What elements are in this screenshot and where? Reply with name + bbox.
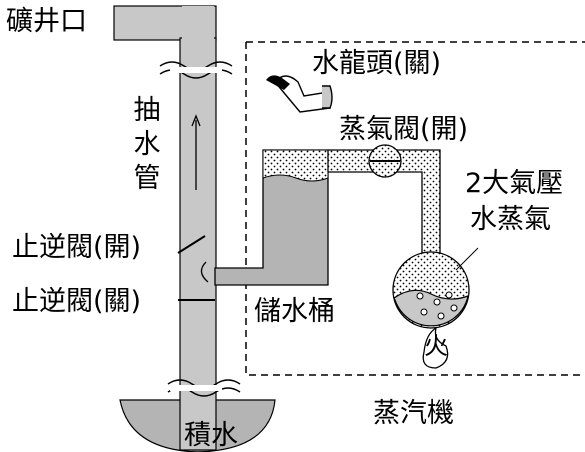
pressure-leader-line — [455, 247, 479, 271]
faucet-icon — [266, 75, 333, 113]
fire-icon — [422, 326, 449, 369]
tank-steam-space — [262, 149, 329, 182]
label-groundwater: 積水 — [184, 420, 238, 451]
label-faucet: 水龍頭(關) — [312, 48, 442, 79]
label-check-valve-closed: 止逆閥(關) — [12, 286, 142, 317]
label-check-valve-open: 止逆閥(開) — [12, 232, 142, 263]
check-valve-open — [177, 235, 206, 254]
label-steam-pressure-1: 2大氣壓 — [465, 168, 564, 199]
boiler-water — [393, 289, 469, 327]
label-steam-valve: 蒸氣閥(開) — [339, 114, 469, 145]
label-fire: 火 — [424, 332, 448, 360]
label-steam-pressure-2: 水蒸氣 — [470, 204, 551, 235]
label-steam-engine: 蒸汽機 — [373, 398, 454, 429]
label-mine-entrance: 礦井口 — [6, 6, 87, 37]
label-suction-pipe: 抽水管 — [133, 95, 161, 194]
steam-engine-boundary — [245, 41, 585, 376]
label-storage-tank: 儲水桶 — [254, 296, 335, 327]
